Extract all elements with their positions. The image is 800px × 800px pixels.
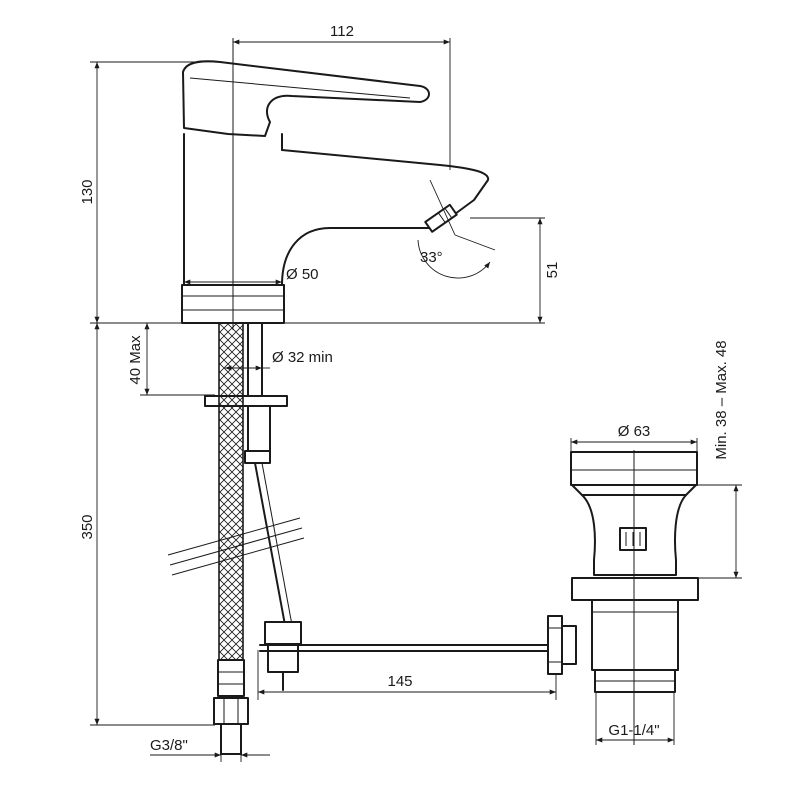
break-lines xyxy=(167,517,305,576)
dim-label-145: 145 xyxy=(387,673,412,690)
dimension-145: 145 xyxy=(257,650,557,700)
dimension-130: 130 xyxy=(79,61,200,323)
dim-label-dia-50: Ø 50 xyxy=(286,266,319,283)
dim-label-112: 112 xyxy=(330,23,354,40)
dimension-dia-50: Ø 50 xyxy=(184,266,319,285)
dimension-angle-33: 33° xyxy=(417,179,496,279)
popup-rod xyxy=(254,462,556,691)
faucet-body xyxy=(181,60,490,324)
dim-label-range: Min. 38 – Max. 48 xyxy=(713,340,730,459)
dimension-dia-63: Ø 63 xyxy=(570,423,698,452)
mounting-shank xyxy=(204,322,288,464)
dim-label-waste-thread: G1-1/4" xyxy=(608,722,659,739)
dim-label-51: 51 xyxy=(544,262,561,279)
dimension-51: 51 xyxy=(470,217,561,323)
dimension-hose-thread: G3/8" xyxy=(150,737,270,762)
dim-label-130: 130 xyxy=(79,179,96,204)
dim-label-350: 350 xyxy=(79,514,96,539)
dim-label-hose-thread: G3/8" xyxy=(150,737,188,754)
braided-hose xyxy=(213,322,249,755)
dim-label-40-max: 40 Max xyxy=(127,335,144,385)
waste-drain xyxy=(547,451,699,693)
aerator xyxy=(424,203,458,233)
dimension-range-38-48: Min. 38 – Max. 48 xyxy=(697,340,742,579)
dimension-112: 112 xyxy=(233,23,451,170)
dim-label-dia-32: Ø 32 min xyxy=(272,349,333,366)
dim-label-angle: 33° xyxy=(420,249,443,266)
dimension-40-max: 40 Max xyxy=(127,323,215,396)
dim-label-dia-63: Ø 63 xyxy=(618,423,651,440)
dimension-350: 350 xyxy=(79,323,215,726)
dimension-waste-thread: G1-1/4" xyxy=(595,692,675,745)
